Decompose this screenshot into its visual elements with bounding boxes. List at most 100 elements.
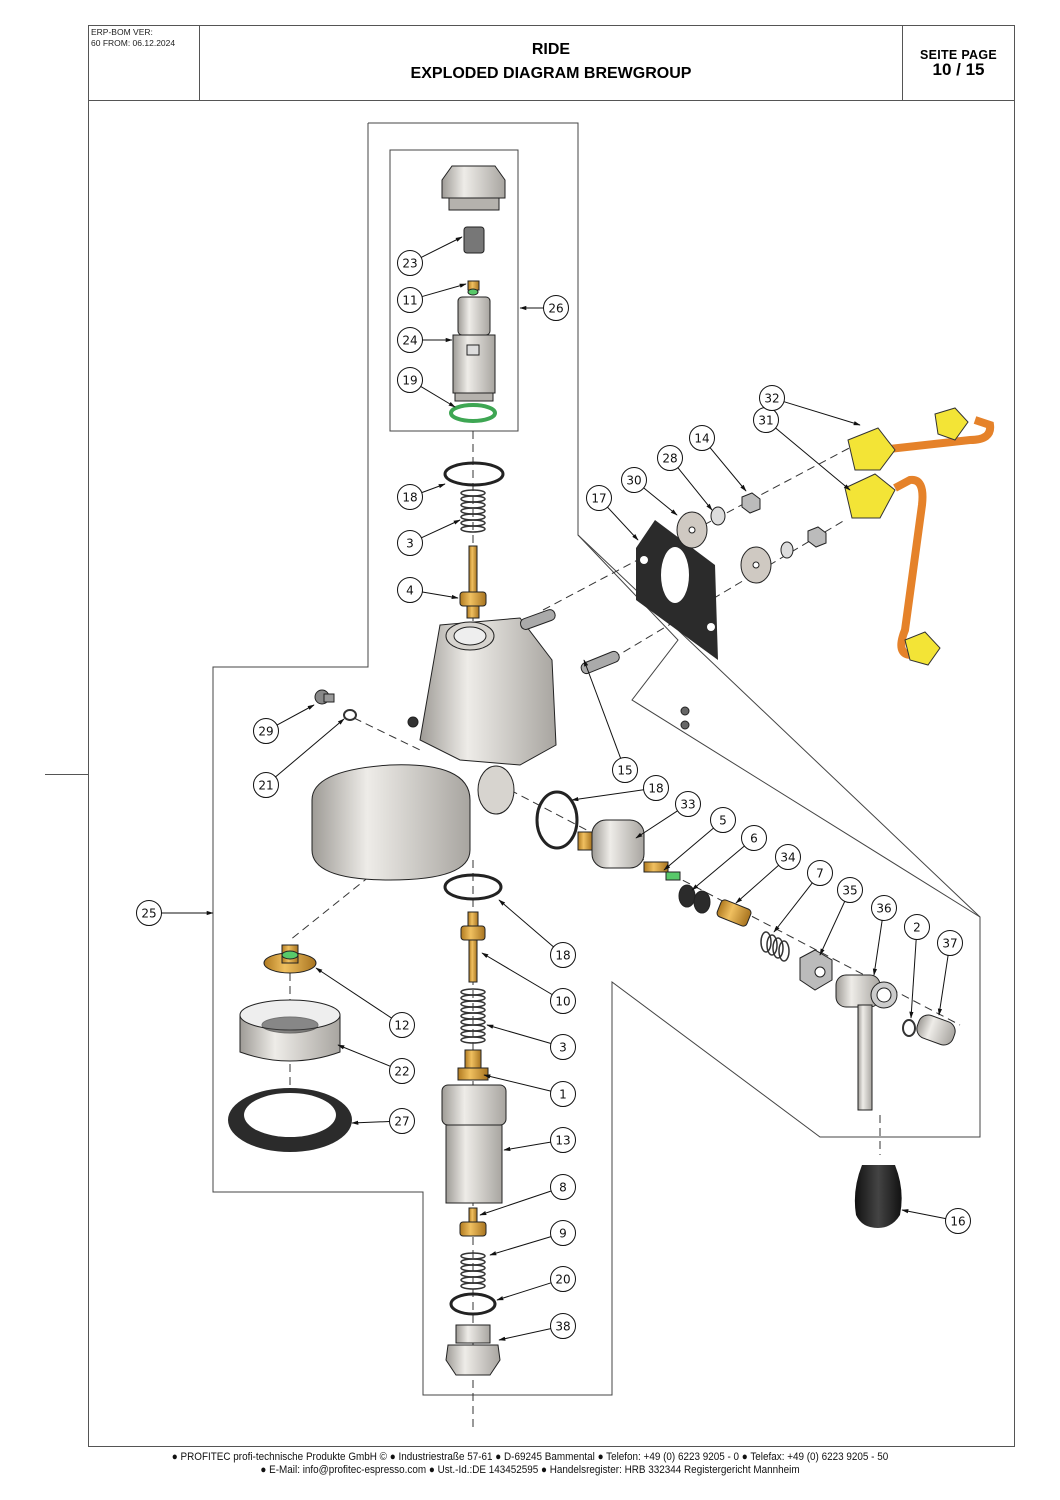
callout-bubble <box>550 1081 576 1107</box>
leader-line <box>422 591 459 600</box>
title-area: RIDE EXPLODED DIAGRAM BREWGROUP <box>200 26 902 100</box>
drawing-title: EXPLODED DIAGRAM BREWGROUP <box>410 65 692 82</box>
callout-number: 38 <box>555 1319 570 1333</box>
callout-layer: 2311262419183417302814313229211518335634… <box>136 236 971 1341</box>
leader-line <box>481 952 553 996</box>
cap-nut <box>441 165 506 211</box>
leader-line <box>498 899 554 948</box>
callout-bubble <box>741 825 767 851</box>
part-washer-lever <box>902 1019 916 1037</box>
leader-line <box>483 1074 551 1092</box>
callout-17-mounting-gasket: 17 <box>586 485 639 541</box>
part-pipe-upper <box>847 407 995 471</box>
callout-number: 24 <box>402 333 417 347</box>
part-sleeve <box>463 226 485 254</box>
callout-bubble <box>389 1058 415 1084</box>
callout-bubble <box>621 467 647 493</box>
footer: ● PROFITEC profi-technische Produkte Gmb… <box>0 1451 1060 1477</box>
part-lever-pin <box>916 1014 956 1046</box>
leader-line <box>496 1282 552 1301</box>
callout-number: 13 <box>555 1133 570 1147</box>
callout-1-valve-seat: 1 <box>483 1074 576 1107</box>
callout-number: 33 <box>680 797 695 811</box>
callout-bubble <box>397 250 423 276</box>
leader-line <box>420 386 456 408</box>
callout-18-gasket-ring-bottom: 18 <box>498 899 576 968</box>
callout-31-pipe-fitting-lower: 31 <box>753 407 851 491</box>
callout-20-o-ring-lower: 20 <box>496 1266 576 1301</box>
part-gland-nut <box>799 949 833 991</box>
callout-bubble <box>904 914 930 940</box>
part-gasket-ring-bottom <box>443 873 503 901</box>
part-spring-washer <box>710 506 794 559</box>
callout-bubble <box>253 772 279 798</box>
callout-bubble <box>136 900 162 926</box>
callout-number: 20 <box>555 1272 570 1286</box>
part-shower-screen <box>239 999 341 1062</box>
leader-line <box>351 1120 390 1125</box>
callout-bubble <box>550 1313 576 1339</box>
callout-number: 30 <box>626 473 641 487</box>
callout-29-socket-screw: 29 <box>253 704 315 744</box>
callout-number: 36 <box>876 901 891 915</box>
callout-number: 29 <box>258 724 273 738</box>
callout-bubble <box>657 445 683 471</box>
callout-38-end-plug: 38 <box>498 1313 576 1341</box>
leader-line <box>275 718 345 778</box>
callout-number: 25 <box>141 906 156 920</box>
callout-number: 28 <box>662 451 677 465</box>
callout-number: 21 <box>258 778 273 792</box>
callout-bubble <box>675 791 701 817</box>
callout-number: 18 <box>555 948 570 962</box>
page-number: 10 / 15 <box>932 60 985 79</box>
leader-line <box>421 283 467 298</box>
leader-line <box>909 939 917 1019</box>
callout-24-valve-body: 24 <box>397 327 453 353</box>
callout-number: 12 <box>394 1018 409 1032</box>
callout-bubble <box>807 860 833 886</box>
callout-number: 6 <box>750 831 758 845</box>
callout-28-spring-washer: 28 <box>657 445 713 511</box>
callout-18-gasket-ring-side: 18 <box>571 775 669 802</box>
part-spring-lower <box>460 1252 486 1290</box>
leader-line <box>420 236 463 258</box>
callout-14-hex-nut: 14 <box>689 425 747 492</box>
callout-16-lever-knob: 16 <box>901 1208 971 1234</box>
leader-line <box>607 506 639 541</box>
callout-number: 8 <box>559 1180 567 1194</box>
page-indicator: SEITE PAGE 10 / 15 <box>902 26 1014 100</box>
callout-number: 22 <box>394 1064 409 1078</box>
part-spring-bottom <box>460 988 486 1044</box>
callout-number: 15 <box>617 763 632 777</box>
callout-number: 9 <box>559 1226 567 1240</box>
callout-bubble <box>550 1034 576 1060</box>
callout-10-valve-stem-bottom: 10 <box>481 952 576 1014</box>
part-socket-screw <box>314 689 335 705</box>
part-washer-large-2 <box>740 546 772 584</box>
callout-6-seal-pair: 6 <box>691 825 767 891</box>
part-o-ring-lower <box>449 1292 497 1316</box>
callout-32-pipe-fitting-upper: 32 <box>759 385 861 426</box>
callout-number: 27 <box>394 1114 409 1128</box>
title-block: ERP-BOM VER: 60 FROM: 06.12.2024 RIDE EX… <box>88 25 1015 101</box>
callout-bubble <box>775 844 801 870</box>
leader-line <box>635 810 678 839</box>
leader-line <box>663 827 714 871</box>
callout-number: 3 <box>559 1040 567 1054</box>
callout-number: 19 <box>402 373 417 387</box>
part-washer-small <box>343 709 357 721</box>
callout-15-threaded-stud: 15 <box>583 659 638 783</box>
leader-line <box>735 864 779 904</box>
part-lever-knob <box>854 1165 902 1228</box>
callout-bubble <box>397 484 423 510</box>
callout-5-valve-spindle: 5 <box>663 807 736 871</box>
assembly-axis-lines <box>289 431 961 1430</box>
callout-26-valve-cartridge-assembly: 26 <box>519 295 569 321</box>
part-valve-stem-top <box>459 545 487 619</box>
leader-line <box>421 483 446 494</box>
callout-number: 37 <box>942 936 957 950</box>
leader-line <box>486 1024 552 1045</box>
part-hex-nut <box>741 492 827 548</box>
part-mounting-gasket <box>636 520 718 660</box>
part-pipe-lower <box>844 473 941 666</box>
